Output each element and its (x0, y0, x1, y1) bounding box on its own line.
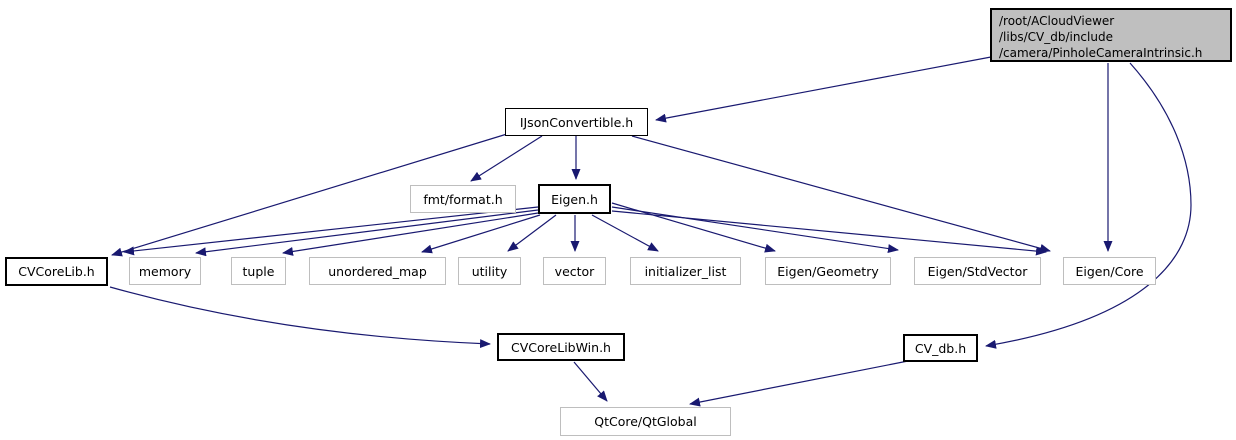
node-fmt-format: fmt/format.h (410, 185, 516, 213)
edge-eigen-to-memory (195, 209, 539, 257)
edge-cvdb-to-qtglobal (689, 360, 909, 407)
edge-root-to-cv-db (985, 62, 1192, 349)
node-utility: utility (458, 257, 521, 285)
edge-eigen-to-eigen-core (611, 210, 1047, 256)
node-cvcorelibwin[interactable]: CVCoreLibWin.h (497, 333, 625, 361)
edge-eigen-to-initializer-list (591, 214, 659, 252)
node-ijsonconvertible[interactable]: IJsonConvertible.h (505, 108, 648, 136)
node-initializer-list: initializer_list (630, 257, 741, 285)
edge-ijson-to-eigen-core (631, 135, 1051, 253)
node-pinholecameraintrinsic-root: /root/ACloudViewer /libs/CV_db/include /… (990, 8, 1232, 62)
edge-cvcorelib-to-cvcorelibwin (109, 286, 491, 349)
node-cv-db[interactable]: CV_db.h (903, 334, 978, 362)
edge-eigen-to-tuple (282, 212, 539, 256)
node-tuple: tuple (231, 257, 286, 285)
edge-eigen-to-cvcorelib (123, 206, 539, 256)
edge-ijson-to-fmt-format (470, 135, 543, 182)
edge-ijson-to-cvcorelib (111, 133, 508, 257)
node-unordered-map: unordered_map (309, 257, 446, 285)
node-vector: vector (543, 257, 606, 285)
edge-root-to-ijsonconvertible (655, 56, 992, 123)
node-eigen-stdvector: Eigen/StdVector (914, 257, 1041, 285)
node-eigen-geometry: Eigen/Geometry (765, 257, 891, 285)
node-memory: memory (129, 257, 201, 285)
edge-eigen-to-unordered-map (421, 214, 541, 254)
edge-eigen-to-eigen-stdvector (611, 206, 899, 253)
edge-cvcorelibwin-to-qtglobal (573, 361, 608, 402)
node-eigen-core: Eigen/Core (1063, 257, 1156, 285)
edge-eigen-to-utility (507, 214, 557, 252)
node-eigen[interactable]: Eigen.h (538, 184, 611, 214)
node-qtcore-qtglobal: QtCore/QtGlobal (560, 407, 731, 436)
node-cvcorelib[interactable]: CVCoreLib.h (5, 257, 108, 286)
